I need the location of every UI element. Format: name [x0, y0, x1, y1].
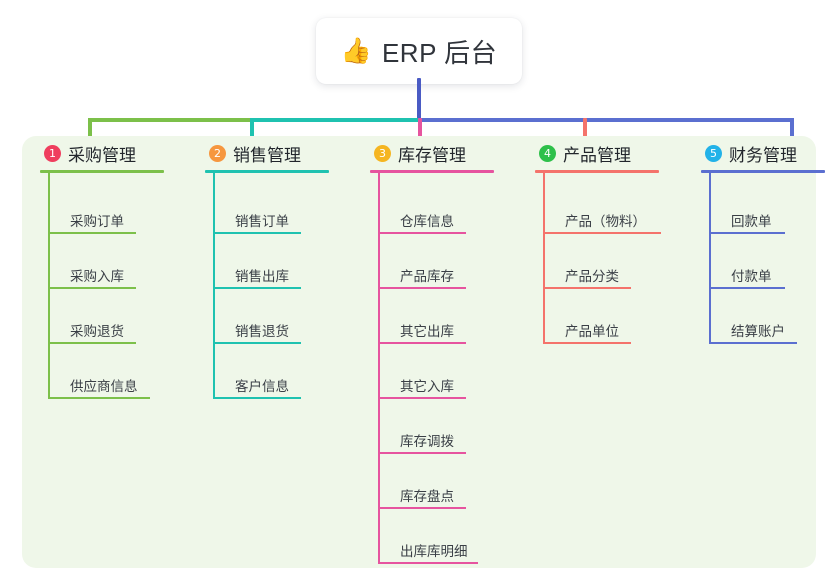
leaf-rule [378, 287, 466, 289]
leaf-rule [213, 397, 301, 399]
branch-column-5: 5 财务管理回款单付款单结算账户 [683, 136, 825, 344]
branch-rule-2 [205, 170, 329, 173]
branch-spine-5 [709, 173, 711, 344]
branch-spine-1 [48, 173, 50, 399]
branches-panel: 1 采购管理采购订单采购入库采购退货供应商信息 2 销售管理销售订单销售出库销售退货客… [22, 136, 825, 568]
root-node[interactable]: 👍 ERP 后台 [316, 18, 522, 84]
leaf-rule [213, 342, 301, 344]
leaf-label: 产品（物料） [565, 214, 646, 229]
leaf-label: 客户信息 [235, 379, 289, 394]
leaf-label: 采购订单 [70, 214, 124, 229]
bus-segment-3 [418, 118, 794, 122]
leaf-rule [48, 232, 136, 234]
leaf-rule [213, 232, 301, 234]
leaf-label: 仓库信息 [400, 214, 454, 229]
branch-rule-1 [40, 170, 164, 173]
branch-column-1: 1 采购管理采购订单采购入库采购退货供应商信息 [22, 136, 180, 399]
root-stem-connector [417, 78, 421, 122]
leaf-label: 销售出库 [235, 269, 289, 284]
leaf-label: 回款单 [731, 214, 772, 229]
branch-drop-1 [88, 118, 92, 150]
branch-title-5: 财务管理 [729, 145, 797, 165]
leaf-label: 采购入库 [70, 269, 124, 284]
bus-segment-1 [88, 118, 252, 122]
leaf-label: 产品单位 [565, 324, 619, 339]
branch-spine-2 [213, 173, 215, 399]
leaf-rule [543, 342, 631, 344]
leaf-rule [48, 342, 136, 344]
branch-drop-2 [250, 118, 254, 150]
leaf-rule [48, 397, 150, 399]
leaf-label: 产品库存 [400, 269, 454, 284]
branch-badge-1: 1 [44, 144, 61, 162]
branch-title-1: 采购管理 [68, 145, 136, 165]
branch-rule-3 [370, 170, 494, 173]
root-node-title: ERP 后台 [381, 37, 498, 68]
branch-header-4[interactable]: 4 产品管理 [517, 136, 677, 170]
thumbs-up-icon: 👍 [340, 36, 372, 65]
leaf-label: 库存调拨 [400, 434, 454, 449]
leaf-rule [378, 452, 466, 454]
branch-header-3[interactable]: 3 库存管理 [352, 136, 510, 170]
branch-drop-4 [583, 118, 587, 150]
branch-header-1[interactable]: 1 采购管理 [22, 136, 180, 170]
leaf-rule [543, 232, 661, 234]
branch-header-2[interactable]: 2 销售管理 [187, 136, 345, 170]
bus-segment-2 [250, 118, 420, 122]
branch-title-2: 销售管理 [233, 145, 301, 165]
leaf-label: 采购退货 [70, 324, 124, 339]
leaf-rule [543, 287, 631, 289]
branch-title-3: 库存管理 [398, 145, 466, 165]
leaf-rule [709, 287, 785, 289]
leaf-rule [378, 397, 466, 399]
leaf-rule [378, 232, 466, 234]
leaf-label: 其它出库 [400, 324, 454, 339]
leaf-rule [378, 507, 466, 509]
leaf-label: 供应商信息 [70, 379, 138, 394]
leaf-label: 付款单 [731, 269, 772, 284]
leaf-rule [709, 342, 797, 344]
branch-badge-4: 4 [539, 144, 556, 162]
leaf-label: 销售订单 [235, 214, 289, 229]
branch-rule-4 [535, 170, 659, 173]
leaf-label: 结算账户 [731, 324, 785, 339]
branch-header-5[interactable]: 5 财务管理 [683, 136, 816, 170]
branch-column-2: 2 销售管理销售订单销售出库销售退货客户信息 [187, 136, 345, 399]
branch-badge-2: 2 [209, 144, 226, 162]
leaf-rule [213, 287, 301, 289]
branch-drop-3 [418, 118, 422, 150]
leaf-label: 产品分类 [565, 269, 619, 284]
leaf-rule [709, 232, 785, 234]
branch-drop-5 [790, 118, 794, 150]
branch-spine-3 [378, 173, 380, 564]
branch-title-4: 产品管理 [563, 145, 631, 165]
branch-column-4: 4 产品管理产品（物料） 产品分类产品单位 [517, 136, 677, 344]
branch-badge-5: 5 [705, 144, 722, 162]
branch-column-3: 3 库存管理仓库信息产品库存其它出库其它入库库存调拨库存盘点出库库明细 [352, 136, 510, 564]
leaf-label: 销售退货 [235, 324, 289, 339]
branch-badge-3: 3 [374, 144, 391, 162]
leaf-label: 库存盘点 [400, 489, 454, 504]
leaf-rule [378, 342, 466, 344]
branch-rule-5 [701, 170, 825, 173]
leaf-label: 出库库明细 [400, 544, 468, 559]
leaf-rule [378, 562, 478, 564]
branch-spine-4 [543, 173, 545, 344]
leaf-rule [48, 287, 136, 289]
leaf-label: 其它入库 [400, 379, 454, 394]
